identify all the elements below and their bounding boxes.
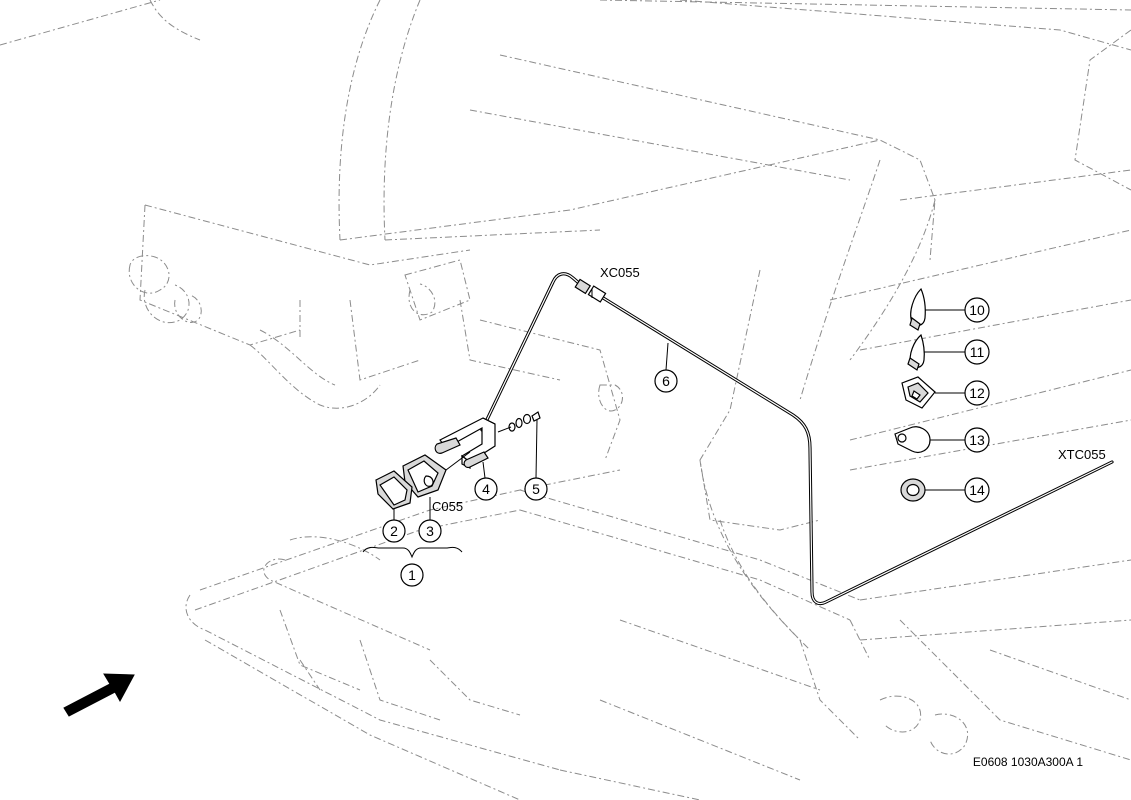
fastener-set bbox=[497, 411, 541, 433]
callout-label-3: 3 bbox=[426, 523, 434, 539]
callout-10: 10 bbox=[964, 297, 990, 323]
callout-2: 2 bbox=[382, 519, 406, 543]
callout-label-10: 10 bbox=[969, 302, 985, 318]
callout-label-4: 4 bbox=[482, 481, 490, 497]
connector-label-c055: C055 bbox=[432, 499, 463, 514]
callout-label-13: 13 bbox=[969, 432, 985, 448]
cable-harness bbox=[480, 272, 1114, 606]
callout-label-12: 12 bbox=[969, 385, 985, 401]
callout-3: 3 bbox=[418, 519, 442, 543]
mounting-bracket bbox=[434, 417, 496, 469]
lamp-lens bbox=[375, 470, 413, 510]
connector-label-xtc055: XTC055 bbox=[1058, 447, 1106, 462]
callout-label-1: 1 bbox=[408, 567, 416, 583]
callout-label-2: 2 bbox=[390, 523, 398, 539]
callout-13: 13 bbox=[964, 427, 990, 453]
grommet-14 bbox=[900, 478, 965, 502]
callout-1: 1 bbox=[400, 563, 424, 587]
connector-xc055 bbox=[574, 278, 607, 303]
p-clamp-13 bbox=[894, 426, 965, 453]
callout-label-5: 5 bbox=[532, 481, 540, 497]
direction-arrow-icon bbox=[63, 673, 135, 717]
callout-11: 11 bbox=[964, 339, 990, 365]
callout-leaders bbox=[362, 342, 669, 559]
callout-6: 6 bbox=[654, 369, 678, 393]
drawing-reference-code: E0608 1030A300A 1 bbox=[973, 755, 1083, 769]
callout-12: 12 bbox=[964, 380, 990, 406]
cable-tie-10 bbox=[909, 287, 965, 331]
cable-tie-11 bbox=[907, 333, 965, 371]
callout-label-14: 14 bbox=[969, 482, 985, 498]
callout-14: 14 bbox=[964, 477, 990, 503]
clip-12 bbox=[901, 376, 965, 409]
callout-5: 5 bbox=[524, 477, 548, 501]
callout-label-6: 6 bbox=[662, 373, 670, 389]
callout-4: 4 bbox=[474, 477, 498, 501]
callout-label-11: 11 bbox=[970, 344, 985, 360]
connector-label-xc055: XC055 bbox=[600, 265, 640, 280]
lamp-unit bbox=[402, 451, 471, 498]
